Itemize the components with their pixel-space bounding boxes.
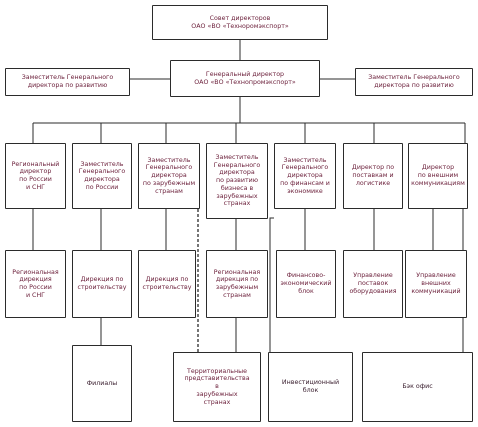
director-box-3: Заместитель Генерального директора по за… [138, 143, 200, 209]
deputy-right-label: Заместитель Генерального директора по ра… [368, 74, 460, 89]
department-box-6: Управление поставок оборудования [343, 250, 403, 318]
general-director-label: Генеральный директор ОАО «ВО «Технопромэ… [194, 70, 296, 86]
department-label-4: Региональная дирекция по зарубежным стра… [213, 268, 261, 299]
director-label-4: Заместитель Генерального директора по ра… [213, 154, 261, 208]
investment-block-label: Инвестиционный блок [281, 379, 340, 394]
department-label-1: Региональная дирекция по России и СНГ [12, 268, 59, 299]
department-box-5: Финансово- экономический блок [276, 250, 336, 318]
deputy-left-box: Заместитель Генерального директора по ра… [5, 68, 130, 96]
director-box-1: Региональный директор по России и СНГ [5, 143, 66, 209]
territorial-offices-box: Территориальные представительства в зару… [173, 352, 261, 422]
department-box-4: Региональная дирекция по зарубежным стра… [206, 250, 268, 318]
department-label-6: Управление поставок оборудования [349, 272, 397, 295]
department-box-3: Дирекция по строительству [138, 250, 196, 318]
director-box-7: Директор по внешним коммуникациям [408, 143, 468, 209]
director-label-7: Директор по внешним коммуникациям [411, 164, 465, 187]
deputy-right-box: Заместитель Генерального директора по ра… [355, 68, 473, 96]
branches-box: Филиалы [72, 345, 132, 422]
department-label-5: Финансово- экономический блок [280, 272, 332, 295]
director-label-2: Заместитель Генерального директора по Ро… [78, 160, 126, 191]
director-label-3: Заместитель Генерального директора по за… [142, 156, 196, 195]
territorial-offices-label: Территориальные представительства в зару… [184, 367, 250, 406]
director-box-2: Заместитель Генерального директора по Ро… [72, 143, 132, 209]
director-label-5: Заместитель Генерального директора по фи… [280, 156, 330, 195]
back-office-label: Бэк офис [402, 383, 433, 391]
director-label-1: Региональный директор по России и СНГ [11, 160, 60, 191]
board-of-directors-box: Совет директоров ОАО «ВО «Техноромэкспор… [152, 5, 328, 40]
director-label-6: Директор по поставкам и логистике [351, 164, 395, 187]
branches-label: Филиалы [86, 379, 118, 387]
department-box-7: Управление внешних коммуникаций [405, 250, 467, 318]
department-label-7: Управление внешних коммуникаций [411, 272, 461, 295]
director-box-6: Директор по поставкам и логистике [343, 143, 403, 209]
general-director-box: Генеральный директор ОАО «ВО «Технопромэ… [170, 60, 320, 97]
board-label: Совет директоров ОАО «ВО «Техноромэкспор… [191, 14, 289, 30]
department-label-2: Дирекция по строительству [77, 276, 127, 291]
investment-block-box: Инвестиционный блок [268, 352, 353, 422]
back-office-box: Бэк офис [362, 352, 473, 422]
department-box-2: Дирекция по строительству [72, 250, 132, 318]
department-label-3: Дирекция по строительству [142, 276, 192, 291]
connector-dir5-investment [269, 217, 274, 352]
department-box-1: Региональная дирекция по России и СНГ [5, 250, 66, 318]
deputy-left-label: Заместитель Генерального директора по ра… [21, 74, 114, 89]
director-box-4: Заместитель Генерального директора по ра… [206, 143, 268, 219]
director-box-5: Заместитель Генерального директора по фи… [274, 143, 336, 209]
